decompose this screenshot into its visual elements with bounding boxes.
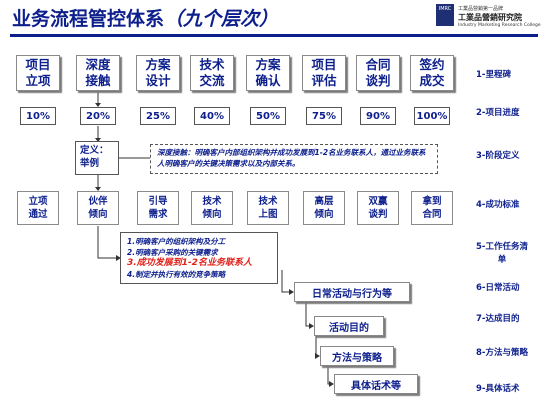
step-activity-purpose: 活动目的 bbox=[314, 316, 384, 336]
criteria-box: 引导 需求 bbox=[137, 191, 179, 225]
progress-box: 90% bbox=[360, 107, 396, 125]
arrow-head bbox=[329, 381, 334, 387]
level-label: 7-达成目的 bbox=[476, 314, 520, 324]
stage-box: 项目 评估 bbox=[302, 55, 346, 91]
criteria-box: 高层 倾向 bbox=[303, 191, 345, 225]
connector-line bbox=[305, 302, 312, 327]
arrow-head bbox=[289, 289, 294, 295]
logo-tagline: 工業品營銷第一品牌 bbox=[458, 6, 504, 12]
arrow-head bbox=[116, 255, 121, 261]
stage-box: 合同 谈判 bbox=[356, 55, 400, 91]
criteria-box: 技术 倾向 bbox=[191, 191, 233, 225]
level-label: 3-阶段定义 bbox=[476, 151, 520, 161]
stage-box: 方案 设计 bbox=[136, 55, 180, 91]
progress-box: 50% bbox=[250, 107, 286, 125]
connector-line bbox=[281, 270, 292, 293]
logo-name-cn: 工業品營銷研究院 bbox=[458, 13, 522, 22]
task-item: 3.成功发展到1-2名业务联系人 bbox=[127, 258, 252, 268]
logo-badge: IMRC bbox=[436, 4, 454, 26]
stage-box: 深度 接触 bbox=[76, 55, 120, 91]
level-label: 1-里程碑 bbox=[476, 70, 511, 80]
progress-box: 10% bbox=[20, 107, 56, 125]
level-label: 4-成功标准 bbox=[476, 200, 520, 210]
criteria-box: 技术 上图 bbox=[247, 191, 289, 225]
definition-example-box: 深度接触：明确客户内部组织架构并成功发展到1-2名业务联系人，通过业务联系人明确… bbox=[150, 144, 438, 174]
title-main: 业务流程管控体系 bbox=[12, 8, 165, 30]
page-title: 业务流程管控体系（九个层次） bbox=[12, 4, 278, 31]
step-daily-activities: 日常活动与行为等 bbox=[294, 282, 410, 302]
level-label: 5-工作任务清 单 bbox=[476, 242, 528, 265]
logo-name-en: Industry Marketing Research College bbox=[458, 23, 541, 28]
stage-box: 项目 立项 bbox=[16, 55, 60, 91]
task-item: 2.明确客户采购的关键需求 bbox=[127, 248, 218, 257]
progress-box: 100% bbox=[414, 107, 450, 125]
connector-line bbox=[327, 366, 332, 385]
logo-badge-text: IMRC bbox=[438, 6, 452, 12]
stage-box: 签约 成交 bbox=[410, 55, 454, 91]
progress-box: 40% bbox=[194, 107, 230, 125]
title-rule bbox=[10, 34, 538, 37]
level-label: 8-方法与策略 bbox=[476, 348, 528, 358]
progress-box: 75% bbox=[306, 107, 342, 125]
stage-box: 方案 确认 bbox=[246, 55, 290, 91]
arrow-head bbox=[309, 323, 314, 329]
stage-box: 技术 交流 bbox=[190, 55, 234, 91]
arrow-head bbox=[95, 187, 101, 191]
level-label: 9-具体话术 bbox=[476, 384, 520, 394]
task-item: 1.明确客户的组织架构及分工 bbox=[127, 237, 226, 246]
arrow-head bbox=[315, 353, 320, 359]
arrow-head bbox=[95, 138, 101, 142]
criteria-box: 立项 通过 bbox=[17, 191, 59, 225]
level-label: 6-日常活动 bbox=[476, 283, 520, 293]
task-item: 4.制定并执行有效的竞争策略 bbox=[127, 270, 226, 279]
title-sub: （九个层次） bbox=[164, 8, 279, 30]
criteria-box: 伙伴 倾向 bbox=[77, 191, 119, 225]
criteria-box: 拿到 合同 bbox=[411, 191, 453, 225]
connector-line bbox=[97, 226, 120, 259]
connector-line bbox=[315, 336, 318, 357]
progress-box: 20% bbox=[80, 107, 116, 125]
criteria-box: 双赢 谈判 bbox=[357, 191, 399, 225]
progress-box: 25% bbox=[140, 107, 176, 125]
step-method-strategy: 方法与策略 bbox=[320, 346, 394, 366]
definition-label-box: 定义： 举例 bbox=[75, 141, 119, 175]
level-label: 2-项目进度 bbox=[476, 108, 520, 118]
arrow-head bbox=[95, 103, 101, 107]
step-specific-script: 具体话术等 bbox=[334, 374, 418, 394]
